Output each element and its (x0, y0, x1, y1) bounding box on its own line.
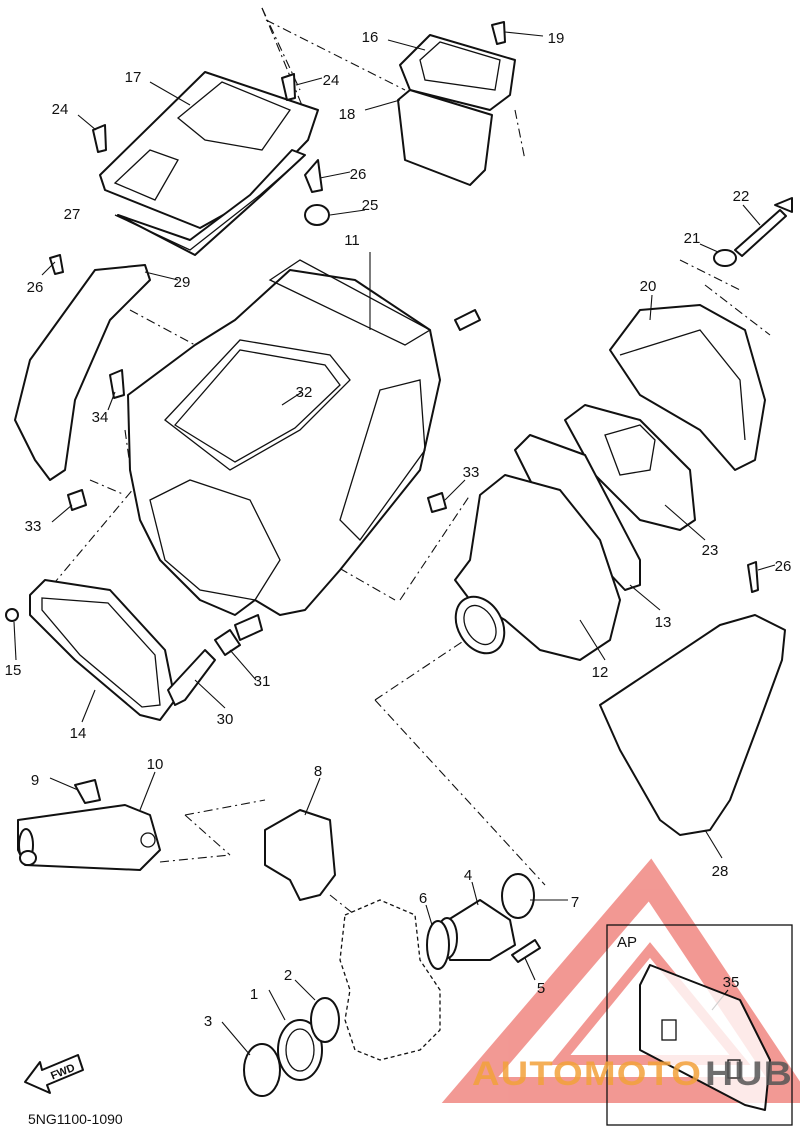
part-joint-ring (29, 579, 176, 721)
callout-13: 13 (655, 614, 672, 631)
callout-17: 17 (125, 69, 142, 86)
assembly-lines (39, 7, 771, 916)
drawing-code: 5NG1100-1090 (28, 1111, 123, 1127)
inset-box: AP (606, 924, 793, 1126)
part-screw (511, 939, 541, 963)
part-drain-clamp (214, 629, 241, 656)
engine-outline-reference (339, 899, 441, 1061)
callout-19: 19 (548, 30, 565, 47)
callout-12: 12 (592, 664, 609, 681)
hardware-bolts (5, 21, 759, 804)
callout-26: 26 (350, 166, 367, 183)
callout-28: 28 (712, 863, 729, 880)
watermark-text-orange: AUTOMOTO (472, 1055, 702, 1093)
callout-7: 7 (571, 894, 579, 911)
callout-6: 6 (419, 890, 427, 907)
callout-leaders (13, 31, 776, 1056)
part-seal-strip (114, 159, 301, 251)
part-clamp-upper (501, 873, 535, 919)
callout-33: 33 (463, 464, 480, 481)
part-canister (17, 804, 161, 871)
callout-4: 4 (464, 867, 472, 884)
callout-31: 31 (254, 673, 271, 690)
part-air-box-cover (99, 71, 319, 256)
callout-30: 30 (217, 711, 234, 728)
callout-32: 32 (296, 384, 313, 401)
callout-1: 1 (250, 986, 258, 1003)
part-filter-washer (713, 249, 737, 267)
part-clamp-3 (243, 1043, 281, 1097)
callout-26: 26 (775, 558, 792, 575)
callout-29: 29 (174, 274, 191, 291)
part-clamp-2 (310, 997, 340, 1043)
part-intake-duct (397, 34, 516, 186)
callout-5: 5 (537, 980, 545, 997)
watermark-triangle-icon (441, 858, 800, 1103)
callout-10: 10 (147, 756, 164, 773)
part-filter-guide (564, 404, 696, 531)
callout-34: 34 (92, 409, 109, 426)
part-filter-bolt (734, 209, 787, 257)
callout-22: 22 (733, 188, 750, 205)
callout-2: 2 (284, 967, 292, 984)
callout-26: 26 (27, 279, 44, 296)
callout-14: 14 (70, 725, 87, 742)
callout-3: 3 (204, 1013, 212, 1030)
callout-27: 27 (64, 206, 81, 223)
callout-25: 25 (362, 197, 379, 214)
callout-18: 18 (339, 106, 356, 123)
callout-33: 33 (25, 518, 42, 535)
callout-15: 15 (5, 662, 22, 679)
watermark-text-dark: HUB (705, 1055, 793, 1093)
callout-20: 20 (640, 278, 657, 295)
callout-16: 16 (362, 29, 379, 46)
part-bracket (264, 809, 336, 901)
part-side-cover (599, 614, 786, 836)
callout-11: 11 (344, 232, 360, 249)
callout-24: 24 (52, 101, 69, 118)
callout-35: 35 (723, 974, 740, 991)
part-air-filter-element (609, 304, 766, 471)
callout-9: 9 (31, 772, 39, 789)
part-drain-pipe (167, 649, 216, 706)
inset-label: AP (617, 934, 637, 951)
callout-23: 23 (702, 542, 719, 559)
callout-8: 8 (314, 763, 322, 780)
part-o-ring (426, 920, 450, 970)
callout-21: 21 (684, 230, 701, 247)
forward-arrow-icon: FWD (24, 1054, 84, 1094)
part-air-filter-case (127, 259, 441, 616)
part-intake-joint (277, 1019, 323, 1081)
part-side-plate (14, 264, 151, 481)
part-air-filter-joint (454, 474, 621, 661)
callout-24: 24 (323, 72, 340, 89)
